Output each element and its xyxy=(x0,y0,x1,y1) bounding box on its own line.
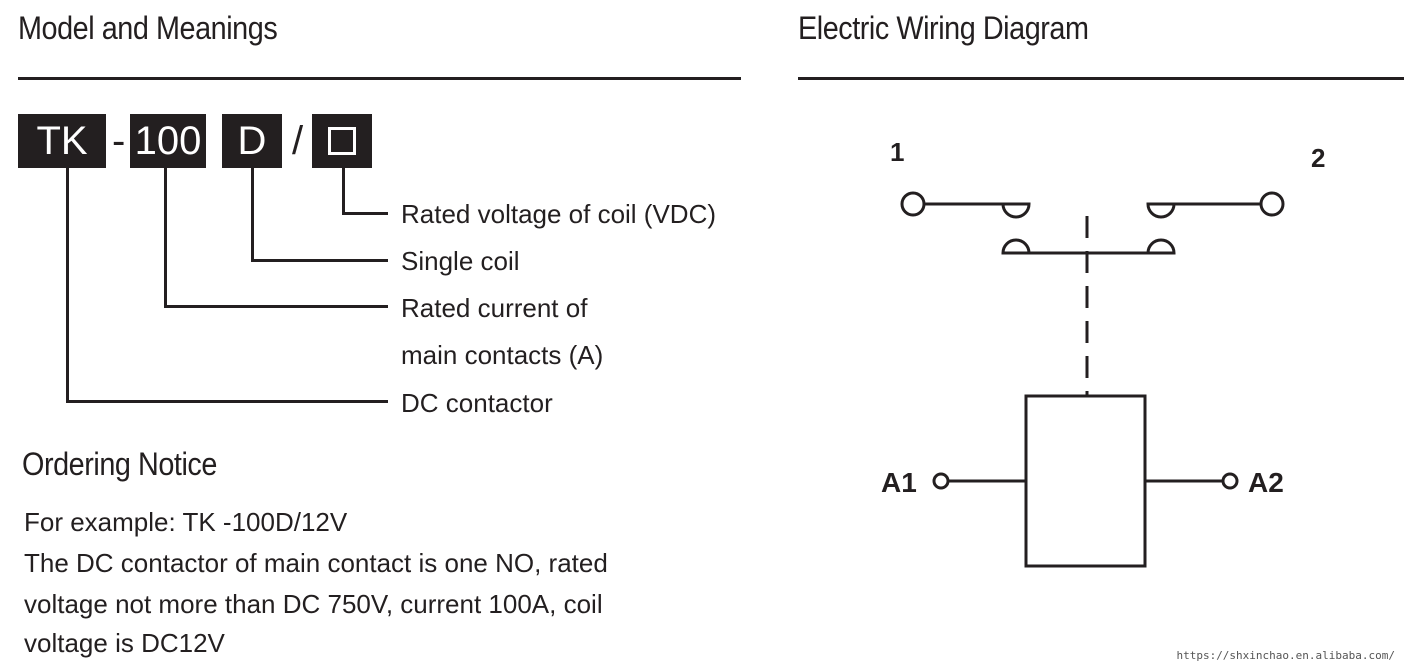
ordering-line-2: The DC contactor of main contact is one … xyxy=(24,548,608,578)
terminal-2-label: 2 xyxy=(1311,143,1325,173)
leader-dc-v xyxy=(66,168,69,402)
leader-coil-v xyxy=(251,168,254,261)
terminal-1-circle xyxy=(900,191,926,217)
model-code-current: 100 xyxy=(130,114,206,168)
leader-voltage-v xyxy=(342,168,345,214)
terminal-2-circle xyxy=(1259,191,1285,217)
meaning-rated-current-1: Rated current of xyxy=(401,293,588,323)
model-code-voltage-box xyxy=(312,114,372,168)
terminal-a2-circle xyxy=(1221,472,1239,490)
meaning-single-coil: Single coil xyxy=(401,246,520,276)
left-divider xyxy=(18,77,741,80)
ordering-line-3: voltage not more than DC 750V, current 1… xyxy=(24,589,603,619)
moving-contact-left xyxy=(1001,238,1031,255)
model-code-dash: - xyxy=(112,119,126,163)
leader-voltage-h xyxy=(342,212,388,215)
ordering-line-1: For example: TK -100D/12V xyxy=(24,507,348,537)
right-divider xyxy=(798,77,1404,80)
watermark-url: https://shxinchao.en.alibaba.com/ xyxy=(1176,649,1395,662)
moving-contact-right xyxy=(1146,238,1176,255)
terminal-a1-label: A1 xyxy=(881,467,917,498)
model-code-tk: TK xyxy=(18,114,106,168)
ordering-notice-title: Ordering Notice xyxy=(22,446,217,482)
leader-current-h xyxy=(164,305,388,308)
model-meanings-title: Model and Meanings xyxy=(18,10,278,46)
fixed-contact-right xyxy=(1146,202,1176,219)
terminal-a1-circle xyxy=(932,472,950,490)
empty-box-icon xyxy=(328,127,356,155)
ordering-line-4: voltage is DC12V xyxy=(24,628,225,658)
coil-box xyxy=(1024,394,1147,568)
leader-coil-h xyxy=(251,259,388,262)
leader-dc-h xyxy=(66,400,388,403)
leader-current-v xyxy=(164,168,167,307)
model-code-slash: / xyxy=(292,119,304,163)
fixed-contact-left xyxy=(1001,202,1031,219)
wiring-diagram: 1 2 A1 A2 xyxy=(881,137,1325,568)
terminal-a2-label: A2 xyxy=(1248,467,1284,498)
wiring-diagram-title: Electric Wiring Diagram xyxy=(798,10,1089,46)
terminal-1-label: 1 xyxy=(890,137,904,167)
meaning-dc-contactor: DC contactor xyxy=(401,388,553,418)
meaning-rated-voltage: Rated voltage of coil (VDC) xyxy=(401,199,717,229)
meaning-rated-current-2: main contacts (A) xyxy=(401,340,604,370)
model-code-coil-type: D xyxy=(222,114,282,168)
